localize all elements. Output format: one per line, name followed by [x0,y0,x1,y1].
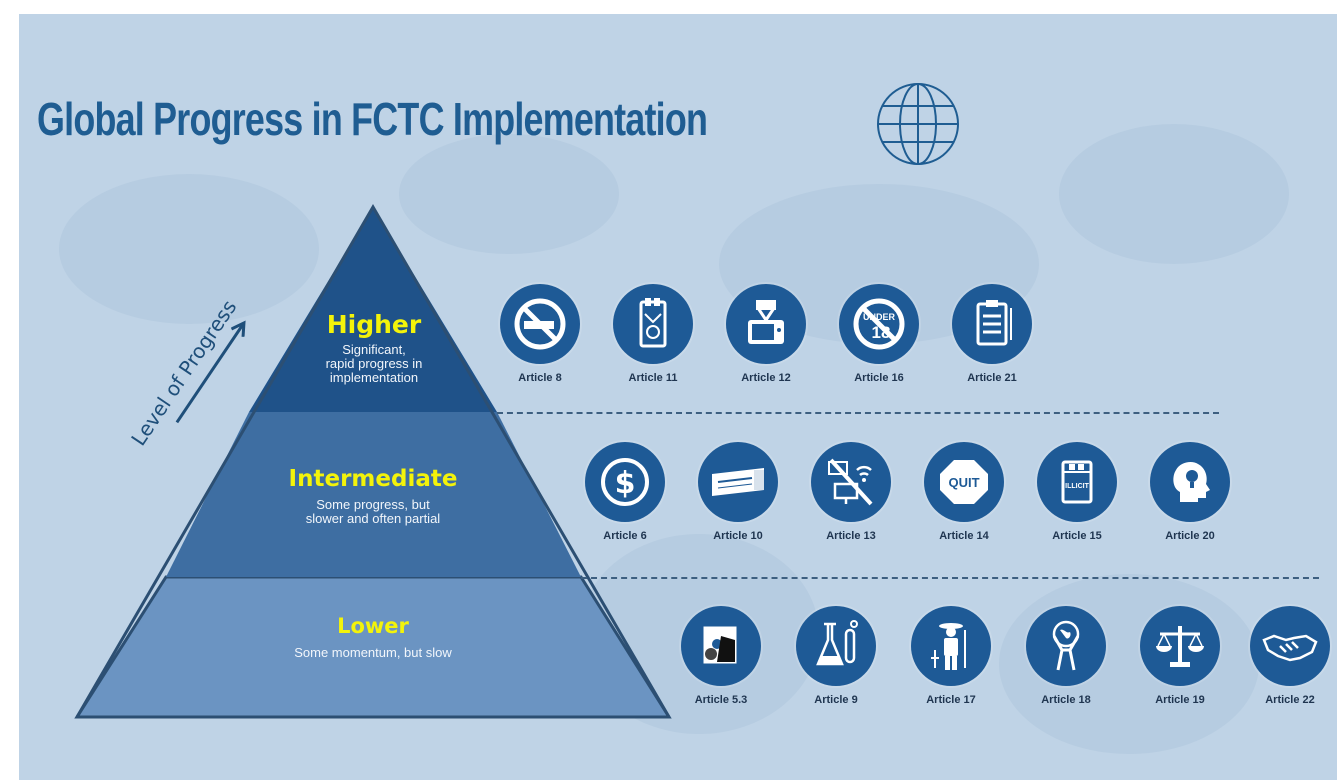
cigarette-pack-warning-icon [613,284,693,364]
article-12: Article 12 [711,284,821,384]
article-5-3: Article 5.3 [666,606,776,706]
lab-flask-icon [796,606,876,686]
tier-higher-name: Higher [326,310,422,339]
article-label: Article 11 [628,372,678,384]
page-title: Global Progress in FCTC Implementation [37,93,708,145]
tier-higher-desc-line: Significant, [342,342,406,357]
article-label: Article 10 [713,530,763,542]
tier-lower-desc-line: Some momentum, but slow [294,645,452,660]
tier-intermediate: Intermediate Some progress, but slower a… [253,466,493,526]
arrow-up-icon [175,320,246,424]
article-22: Article 22 [1235,606,1337,706]
product-disclosure-icon [698,442,778,522]
article-label: Article 21 [967,372,1017,384]
map-texture [1059,124,1289,264]
quit-sign-icon: QUIT [924,442,1004,522]
tier-higher-desc-line: rapid progress in [325,356,423,371]
advertising-ban-icon [811,442,891,522]
article-label: Article 9 [814,694,858,706]
article-17: Article 17 [896,606,1006,706]
article-9: Article 9 [781,606,891,706]
article-20: Article 20 [1135,442,1245,542]
farmer-alternative-icon [911,606,991,686]
map-texture [59,174,319,324]
tier-higher: Higher Significant, rapid progress in im… [289,310,459,385]
article-19: Article 19 [1125,606,1235,706]
television-education-icon [726,284,806,364]
article-15: ILLICIT Article 15 [1022,442,1132,542]
environment-globe-icon [1026,606,1106,686]
clipboard-report-icon [952,284,1032,364]
research-head-icon [1150,442,1230,522]
tier-divider [581,577,1319,579]
no-smoking-icon [500,284,580,364]
article-label: Article 15 [1052,530,1102,542]
article-14: QUIT Article 14 [909,442,1019,542]
svg-text:$: $ [615,466,636,501]
illicit-pack-icon: ILLICIT [1037,442,1117,522]
progress-pyramid [74,204,672,719]
article-label: Article 6 [603,530,647,542]
dollar-tax-icon: $ [585,442,665,522]
article-18: Article 18 [1011,606,1121,706]
tier-intermediate-name: Intermediate [288,466,458,492]
tier-lower: Lower Some momentum, but slow [253,614,493,660]
article-label: Article 20 [1165,530,1215,542]
globe-icon [877,83,959,165]
article-label: Article 5.3 [694,694,748,706]
infographic-canvas: Global Progress in FCTC Implementation H… [19,14,1337,780]
pyramid-outline [75,204,671,718]
article-label: Article 16 [854,372,904,384]
article-label: Article 8 [518,372,562,384]
illicit-pack-text: ILLICIT [1065,483,1089,490]
liability-scales-icon [1140,606,1220,686]
industry-interference-icon [681,606,761,686]
tier-intermediate-desc-line: slower and often partial [305,511,441,526]
map-texture [399,134,619,254]
tier-higher-shape [249,207,497,412]
article-10: Article 10 [683,442,793,542]
tier-divider [497,412,1219,414]
cooperation-handshake-icon [1250,606,1330,686]
article-21: Article 21 [937,284,1047,384]
level-of-progress-axis: Level of Progress [126,279,265,459]
article-label: Article 14 [939,530,989,542]
article-label: Article 17 [926,694,976,706]
tier-lower-name: Lower [337,614,409,638]
article-11: Article 11 [598,284,708,384]
article-13: Article 13 [796,442,906,542]
article-8: Article 8 [485,284,595,384]
article-label: Article 18 [1041,694,1091,706]
tier-higher-desc-line: implementation [329,370,419,385]
article-label: Article 12 [741,372,791,384]
article-label: Article 19 [1155,694,1205,706]
article-label: Article 22 [1265,694,1315,706]
tier-intermediate-shape [166,412,581,577]
tier-intermediate-desc-line: Some progress, but [316,497,430,512]
svg-text:UNDER: UNDER [863,312,896,322]
article-label: Article 13 [826,530,876,542]
article-6: $ Article 6 [570,442,680,542]
quit-sign-text: QUIT [948,475,979,490]
